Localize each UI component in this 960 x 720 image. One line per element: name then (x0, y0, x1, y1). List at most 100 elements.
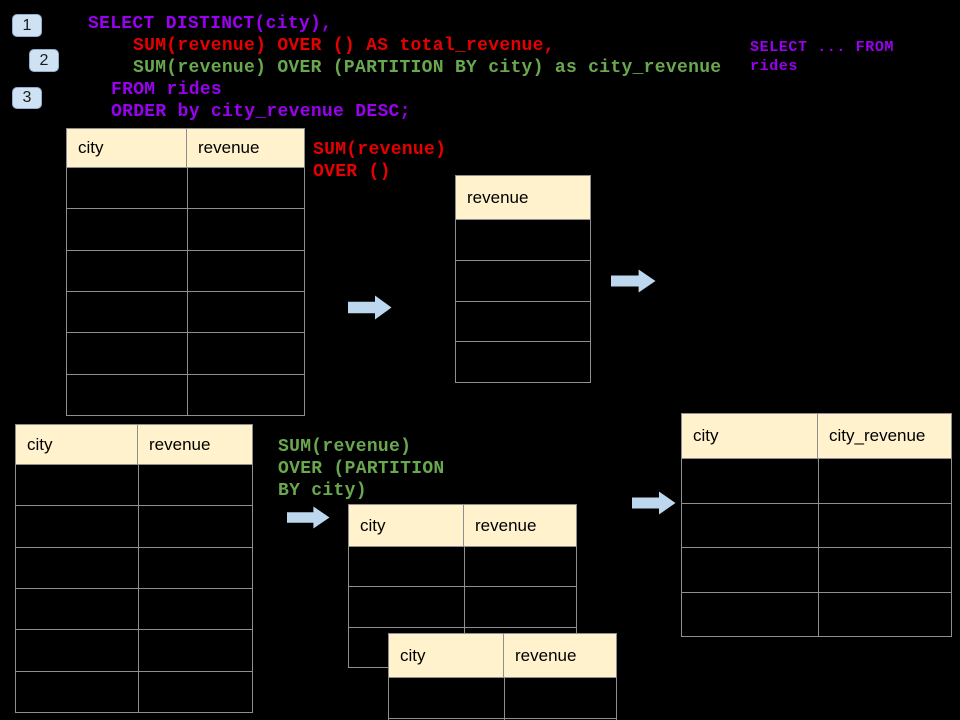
table-row (389, 677, 616, 718)
table-row (67, 249, 304, 291)
table-row (16, 505, 252, 547)
table-row (16, 464, 252, 506)
sql-code-line-city-revenue: SUM(revenue) OVER (PARTITION BY city) as… (133, 58, 722, 78)
table-cell (819, 548, 951, 592)
step-badge-label: 2 (39, 51, 49, 69)
table-cell (465, 547, 576, 586)
table-cell (456, 302, 590, 342)
arrow-shape (348, 295, 392, 320)
table-source-top: city revenue (66, 128, 305, 416)
right-arrow-icon (611, 269, 656, 293)
table-row (67, 167, 304, 209)
table-city-revenue-result: city city_revenue (681, 413, 952, 637)
table-cell (67, 333, 188, 374)
annotation-sum-over-partition: SUM(revenue) OVER (PARTITION BY city) (278, 437, 445, 501)
column-header-city: city (682, 414, 818, 458)
table-header-row: city revenue (67, 129, 304, 167)
column-header-city: city (16, 425, 138, 464)
table-cell (67, 291, 188, 333)
table-cell (682, 592, 819, 636)
table-row (456, 300, 590, 342)
table-header-row: revenue (456, 176, 590, 219)
column-header-revenue: revenue (149, 434, 211, 454)
table-cell (188, 209, 304, 249)
table-source-bottom: city revenue (15, 424, 253, 713)
table-cell (67, 250, 188, 291)
table-cell (682, 503, 819, 547)
column-header-revenue: revenue (515, 645, 577, 665)
step-badge-2: 2 (29, 49, 59, 72)
table-row (67, 208, 304, 250)
table-row (682, 458, 951, 503)
column-header-revenue: revenue (198, 138, 260, 157)
table-cell (139, 589, 252, 629)
table-row (456, 341, 590, 382)
table-header-row: city revenue (389, 634, 616, 677)
table-cell (819, 504, 951, 548)
column-header-revenue: revenue (475, 515, 537, 535)
right-arrow-icon (632, 491, 676, 515)
column-header-city: city (67, 129, 187, 167)
table-cell (16, 547, 139, 588)
sql-code-line-order-by: ORDER by city_revenue DESC; (111, 102, 411, 122)
table-row (456, 259, 590, 301)
step-badge-1: 1 (12, 14, 42, 37)
table-row (67, 290, 304, 333)
table-cell (682, 548, 819, 592)
table-cell (389, 678, 505, 718)
table-cell (67, 209, 188, 250)
table-cell (505, 678, 616, 718)
table-cell (16, 630, 139, 671)
table-cell (67, 374, 188, 415)
step-badge-3: 3 (12, 87, 42, 109)
column-header-revenue: revenue (467, 187, 529, 207)
table-row (16, 629, 252, 671)
table-row (16, 546, 252, 588)
table-cell (139, 672, 252, 712)
table-row (67, 332, 304, 374)
table-cell (188, 333, 304, 373)
annotation-sum-over-total: SUM(revenue) OVER () (313, 140, 447, 182)
table-cell (16, 588, 139, 630)
sql-code-line-from: FROM rides (111, 80, 223, 100)
arrow-shape (287, 506, 330, 529)
table-row (682, 502, 951, 548)
table-row (16, 670, 252, 712)
table-cell (139, 630, 252, 670)
table-row (16, 587, 252, 630)
sql-code-line-select: SELECT DISTINCT(city), (88, 14, 333, 34)
table-cell (16, 671, 139, 712)
column-header-city-revenue: city_revenue (829, 426, 926, 445)
table-row (67, 373, 304, 415)
right-arrow-icon (348, 295, 392, 320)
table-cell (456, 261, 590, 301)
table-cell (349, 547, 465, 587)
table-cell (67, 168, 188, 209)
table-cell (819, 593, 951, 637)
table-cell (188, 251, 304, 291)
table-row (349, 546, 576, 587)
table-partition-front: city revenue (348, 504, 577, 668)
step-badge-label: 1 (22, 16, 32, 34)
table-cell (16, 506, 139, 547)
arrow-shape (632, 491, 676, 515)
table-header-row: city city_revenue (682, 414, 951, 458)
table-cell (465, 587, 576, 626)
table-total-revenue-result: revenue (455, 175, 591, 383)
table-cell (456, 220, 590, 260)
table-header-row: city revenue (16, 425, 252, 464)
table-cell (682, 459, 819, 503)
table-row (349, 586, 576, 627)
table-row (682, 547, 951, 592)
table-cell (456, 342, 590, 382)
table-cell (188, 375, 304, 415)
table-cell (349, 587, 465, 627)
table-cell (139, 465, 252, 505)
right-arrow-icon (287, 506, 330, 529)
arrow-shape (611, 269, 656, 293)
sql-code-line-total-revenue: SUM(revenue) OVER () AS total_revenue, (133, 36, 555, 56)
table-header-row: city revenue (349, 505, 576, 546)
table-cell (139, 506, 252, 546)
column-header-city: city (389, 634, 504, 677)
